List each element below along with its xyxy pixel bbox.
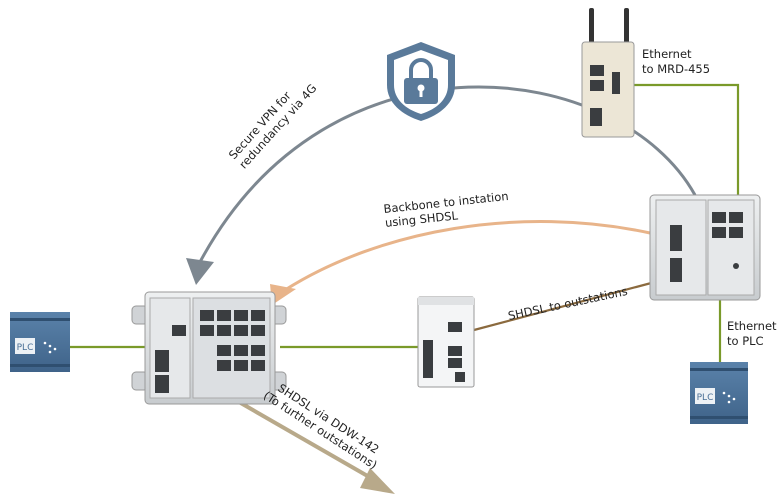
- shdsl-outstation-link: [473, 280, 656, 332]
- ethernet-link-mrd455: [632, 83, 740, 200]
- plc-right-label: PLC: [697, 393, 714, 403]
- outstation-device: [417, 296, 475, 388]
- plc-right: PLC: [690, 362, 748, 424]
- backbone-arrowhead: [270, 284, 296, 305]
- ethernet-plc-label-line2: to PLC: [727, 334, 764, 348]
- plc-left: PLC: [10, 312, 70, 372]
- ethernet-mrd-label-line2: to MRD-455: [642, 62, 710, 76]
- ddw-label-line2: (To further outstations): [261, 388, 380, 472]
- vpn-arc: [186, 85, 697, 285]
- antenna-icon: [624, 8, 629, 44]
- backbone-arc: [270, 220, 651, 305]
- ddw-further-arrow: [231, 396, 395, 494]
- vpn-arrowhead: [186, 258, 214, 285]
- router-mrd-455: [581, 8, 635, 138]
- ethernet-mrd-label-line1: Ethernet: [642, 47, 692, 61]
- instation-switch: [649, 194, 761, 301]
- shdsl-outstations-label: SHDSL to outstations: [507, 284, 629, 323]
- ethernet-plc-label-line1: Ethernet: [727, 319, 777, 333]
- ethernet-mrd-label: Ethernet to MRD-455: [642, 47, 710, 76]
- plc-left-label: PLC: [17, 343, 34, 353]
- antenna-icon: [589, 8, 594, 44]
- main-switch: [131, 291, 287, 405]
- ddw-arrowhead: [360, 468, 395, 494]
- vpn-label: Secure VPN for redundancy via 4G: [226, 81, 320, 171]
- ethernet-plc-label: Ethernet to PLC: [727, 319, 777, 348]
- shield-lock-icon: [387, 42, 455, 121]
